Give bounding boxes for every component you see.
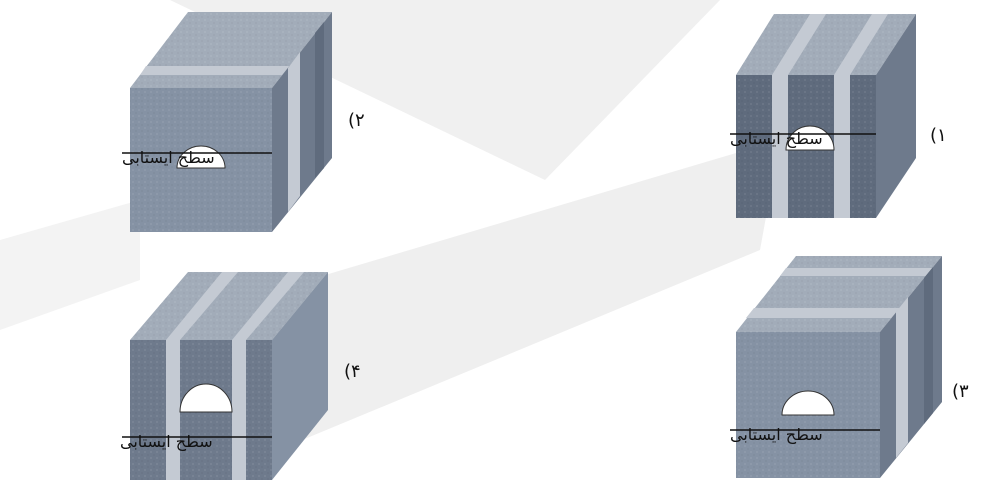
option-4-number: (۴ xyxy=(344,361,361,382)
option-2-label: سطح ایستابی xyxy=(122,148,215,168)
option-1-number: (۱ xyxy=(930,125,947,146)
option-4-label: سطح ایستابی xyxy=(120,432,213,452)
option-2-number: (۲ xyxy=(348,110,365,131)
block-option-1 xyxy=(730,14,916,218)
background-watermark xyxy=(0,0,780,470)
option-3-label: سطح ایستابی xyxy=(730,425,823,445)
block-option-2 xyxy=(122,12,332,232)
block-option-3 xyxy=(730,256,942,478)
option-3-number: (۳ xyxy=(952,381,969,402)
option-1-label: سطح ایستابی xyxy=(730,129,823,149)
